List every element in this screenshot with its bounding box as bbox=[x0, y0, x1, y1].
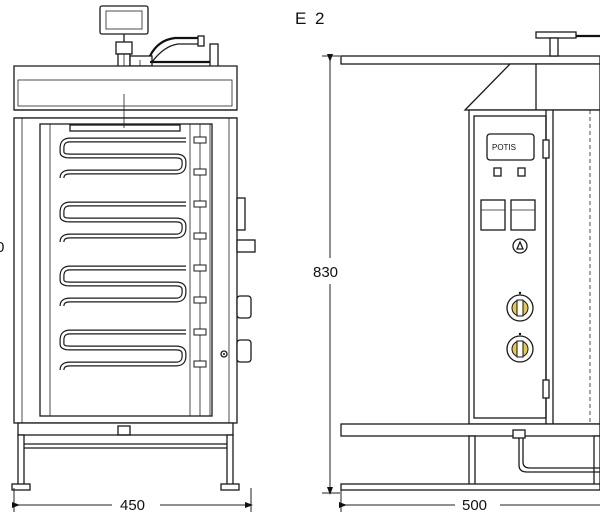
top-cover bbox=[13, 65, 238, 111]
heating-coil-inner bbox=[60, 202, 186, 243]
control-display-box bbox=[99, 5, 149, 35]
top-wheel bbox=[535, 31, 577, 39]
drip-tray bbox=[17, 422, 234, 436]
heating-coil-inner bbox=[60, 138, 186, 179]
front-leg-left bbox=[17, 434, 25, 488]
coil-terminal bbox=[193, 168, 207, 176]
dimension-width-label: 450 bbox=[120, 497, 145, 514]
drain-valve bbox=[512, 429, 526, 439]
coil-terminal bbox=[193, 232, 207, 240]
dimension-height-partial-label: 0 bbox=[0, 239, 4, 256]
side-knob-upper bbox=[236, 239, 256, 253]
coil-terminal bbox=[193, 136, 207, 144]
side-view: 830 POTIS bbox=[313, 31, 600, 514]
control-display-screen bbox=[105, 10, 143, 30]
warning-indicator bbox=[512, 238, 528, 254]
lifting-handle bbox=[149, 36, 198, 57]
front-view: 450 0 bbox=[0, 5, 256, 514]
coil-terminal bbox=[193, 296, 207, 304]
coil-terminal bbox=[193, 264, 207, 272]
hinge-upper bbox=[542, 139, 550, 159]
heating-coil-inner bbox=[60, 330, 186, 371]
side-knob-lower bbox=[236, 339, 252, 363]
brand-plate bbox=[486, 133, 535, 161]
side-leg-right bbox=[593, 435, 600, 489]
hinge-lower bbox=[542, 379, 550, 399]
heating-elements bbox=[59, 136, 207, 371]
power-switch-left bbox=[480, 199, 506, 231]
floor-rail bbox=[340, 483, 600, 491]
front-leg-right bbox=[226, 434, 234, 488]
heating-coil-inner bbox=[60, 266, 186, 307]
coil-terminal bbox=[193, 200, 207, 208]
indicator-lamp bbox=[220, 350, 228, 358]
top-plate bbox=[340, 55, 600, 65]
power-switch-right bbox=[510, 199, 536, 231]
dimension-depth-label: 500 bbox=[462, 497, 487, 514]
model-title: E 2 bbox=[295, 9, 327, 28]
base-tray bbox=[340, 423, 600, 437]
spindle-coupler bbox=[129, 55, 153, 67]
motor-housing bbox=[115, 41, 133, 55]
rotary-knob-upper bbox=[506, 291, 534, 322]
coil-terminal bbox=[193, 328, 207, 336]
rotary-knob-lower bbox=[506, 332, 534, 363]
shoulder-panel bbox=[463, 63, 600, 111]
coil-terminal bbox=[193, 360, 207, 368]
dimension-height-label: 830 bbox=[313, 264, 338, 281]
brand-label: POTIS bbox=[492, 143, 516, 152]
side-switch-box bbox=[236, 197, 246, 231]
side-leg-left bbox=[468, 435, 476, 489]
side-panel bbox=[468, 109, 600, 425]
side-knob-middle bbox=[236, 295, 252, 319]
supply-pipe bbox=[518, 438, 600, 473]
